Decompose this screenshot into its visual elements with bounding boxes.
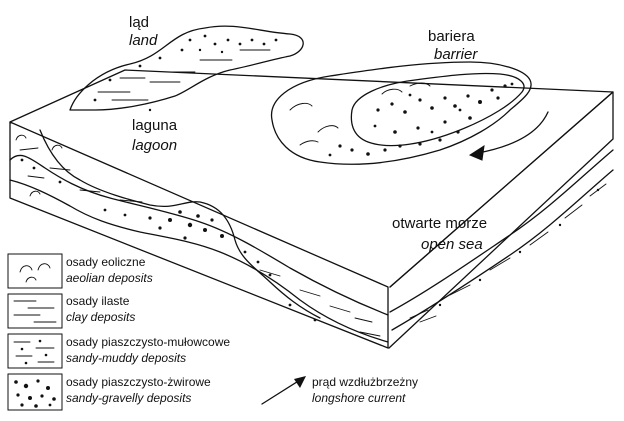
legend-aeolian-pl: osady eoliczne [66,255,146,269]
land-label-pl: ląd [129,14,149,31]
legend-current-arrow-icon [262,380,300,404]
legend-swatch-sandy-muddy [8,334,62,368]
open-sea-label-en: open sea [421,236,483,253]
legend-aeolian-en: aeolian deposits [66,271,153,285]
lagoon-label-pl: laguna [132,117,178,134]
legend-current-en: longshore current [312,391,406,405]
longshore-current-arrow [470,112,548,160]
legend-sandy-muddy-en: sandy-muddy deposits [66,351,186,365]
legend-sandy-gravelly-pl: osady piaszczysto-żwirowe [66,375,211,389]
legend-sandy-muddy-pl: osady piaszczysto-mułowcowe [66,335,230,349]
legend-item-clay: osady ilaste clay deposits [8,294,135,328]
land-area [70,26,303,111]
legend-swatch-aeolian [8,254,62,288]
legend-swatch-clay [8,294,62,328]
land-label-en: land [129,32,158,49]
lagoon-label-en: lagoon [132,137,177,154]
legend-item-sandy-gravelly: osady piaszczysto-żwirowe sandy-gravelly… [8,374,211,410]
legend-current-pl: prąd wzdłużbrzeżny [312,375,418,389]
open-sea-label-pl: otwarte morze [392,215,487,232]
legend-item-aeolian: osady eoliczne aeolian deposits [8,254,153,288]
legend-clay-pl: osady ilaste [66,294,130,308]
legend: osady eoliczne aeolian deposits osady il… [8,254,418,410]
legend-clay-en: clay deposits [66,310,135,324]
legend-item-longshore-current: prąd wzdłużbrzeżny longshore current [262,375,418,405]
legend-item-sandy-muddy: osady piaszczysto-mułowcowe sandy-muddy … [8,334,230,368]
barrier-label-en: barrier [434,46,478,63]
barrier-area [272,62,532,164]
legend-sandy-gravelly-en: sandy-gravelly deposits [66,391,191,405]
barrier-label-pl: bariera [428,28,475,45]
